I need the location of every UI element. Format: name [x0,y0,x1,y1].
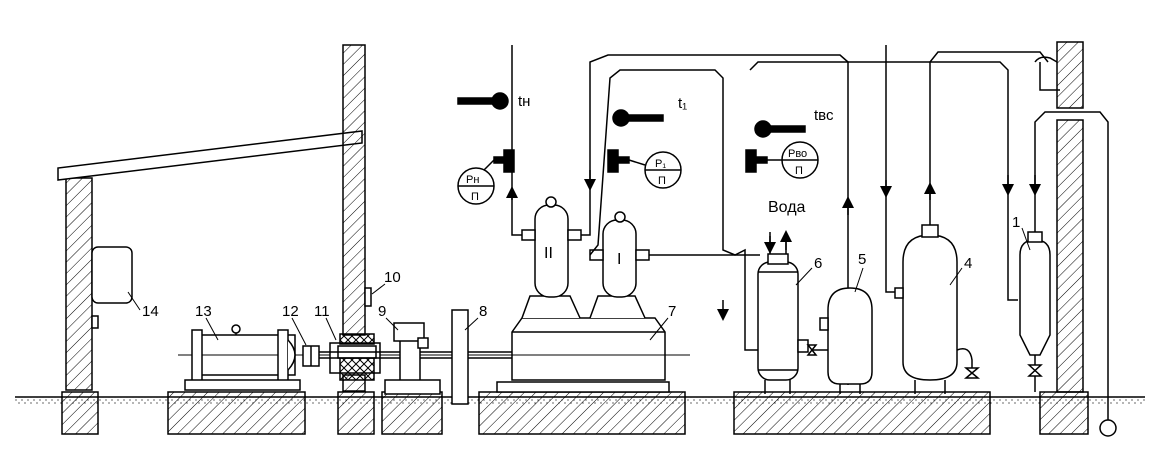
pipe-vessel-4-top [929,51,1049,225]
thermometer-tn [457,92,509,110]
small-separator [1019,231,1051,392]
interstage-pipe-b [589,69,760,351]
label-13: 13 [195,303,212,320]
label-12: 12 [282,303,299,320]
gauge-pn-bottom: П [471,191,479,203]
coupling [302,345,320,367]
label-4: 4 [964,255,972,272]
leader-lines [127,227,1031,346]
electric-motor [184,324,301,391]
label-t-n: tн [518,93,530,110]
gauge-p1-bottom: П [658,175,666,187]
label-1: 1 [1012,214,1020,231]
receiver-vessel [894,224,981,394]
label-water: Вода [768,199,806,216]
label-stage-2: II [544,245,553,262]
flywheel [451,309,469,405]
label-6: 6 [814,255,822,272]
gauge-pvo-bottom: П [795,165,803,177]
foundations [61,391,1089,435]
label-5: 5 [858,251,866,268]
oil-separator [806,287,873,394]
roof [57,130,363,181]
label-9: 9 [378,303,386,320]
pressure-gauge-p1 [628,151,682,189]
labels: 1 4 5 6 7 8 9 10 11 12 13 14 II I Вода t… [142,93,1020,320]
label-8: 8 [479,303,487,320]
label-14: 14 [142,303,159,320]
right-wall [1056,41,1084,393]
discharge-pipe [511,45,522,236]
label-11: 11 [314,303,330,320]
compressor-crankcase [496,295,680,393]
bearing-support [384,322,455,395]
cylinder-stage-1 [589,211,650,298]
electric-cabinet [91,246,133,304]
label-10: 10 [384,269,401,286]
thermometer-t1 [612,109,664,127]
wall-seal [319,333,400,381]
pipe-to-vessel-4 [749,61,1018,301]
cylinder-stage-2 [521,196,582,298]
thermometer-tvs [754,120,806,138]
pressure-gauge-pvo [767,141,819,179]
label-t-1: t₁ [678,95,687,112]
label-stage-1: I [617,251,621,268]
gauge-pn-top: Pн [466,174,479,186]
gauge-pvo-top: Pво [788,148,807,160]
water-cooler [757,230,809,394]
pressure-gauge-pn [457,159,495,205]
label-t-vs: tвс [814,107,834,124]
gauge-p1-top: P₁ [655,158,666,170]
label-7: 7 [668,303,676,320]
